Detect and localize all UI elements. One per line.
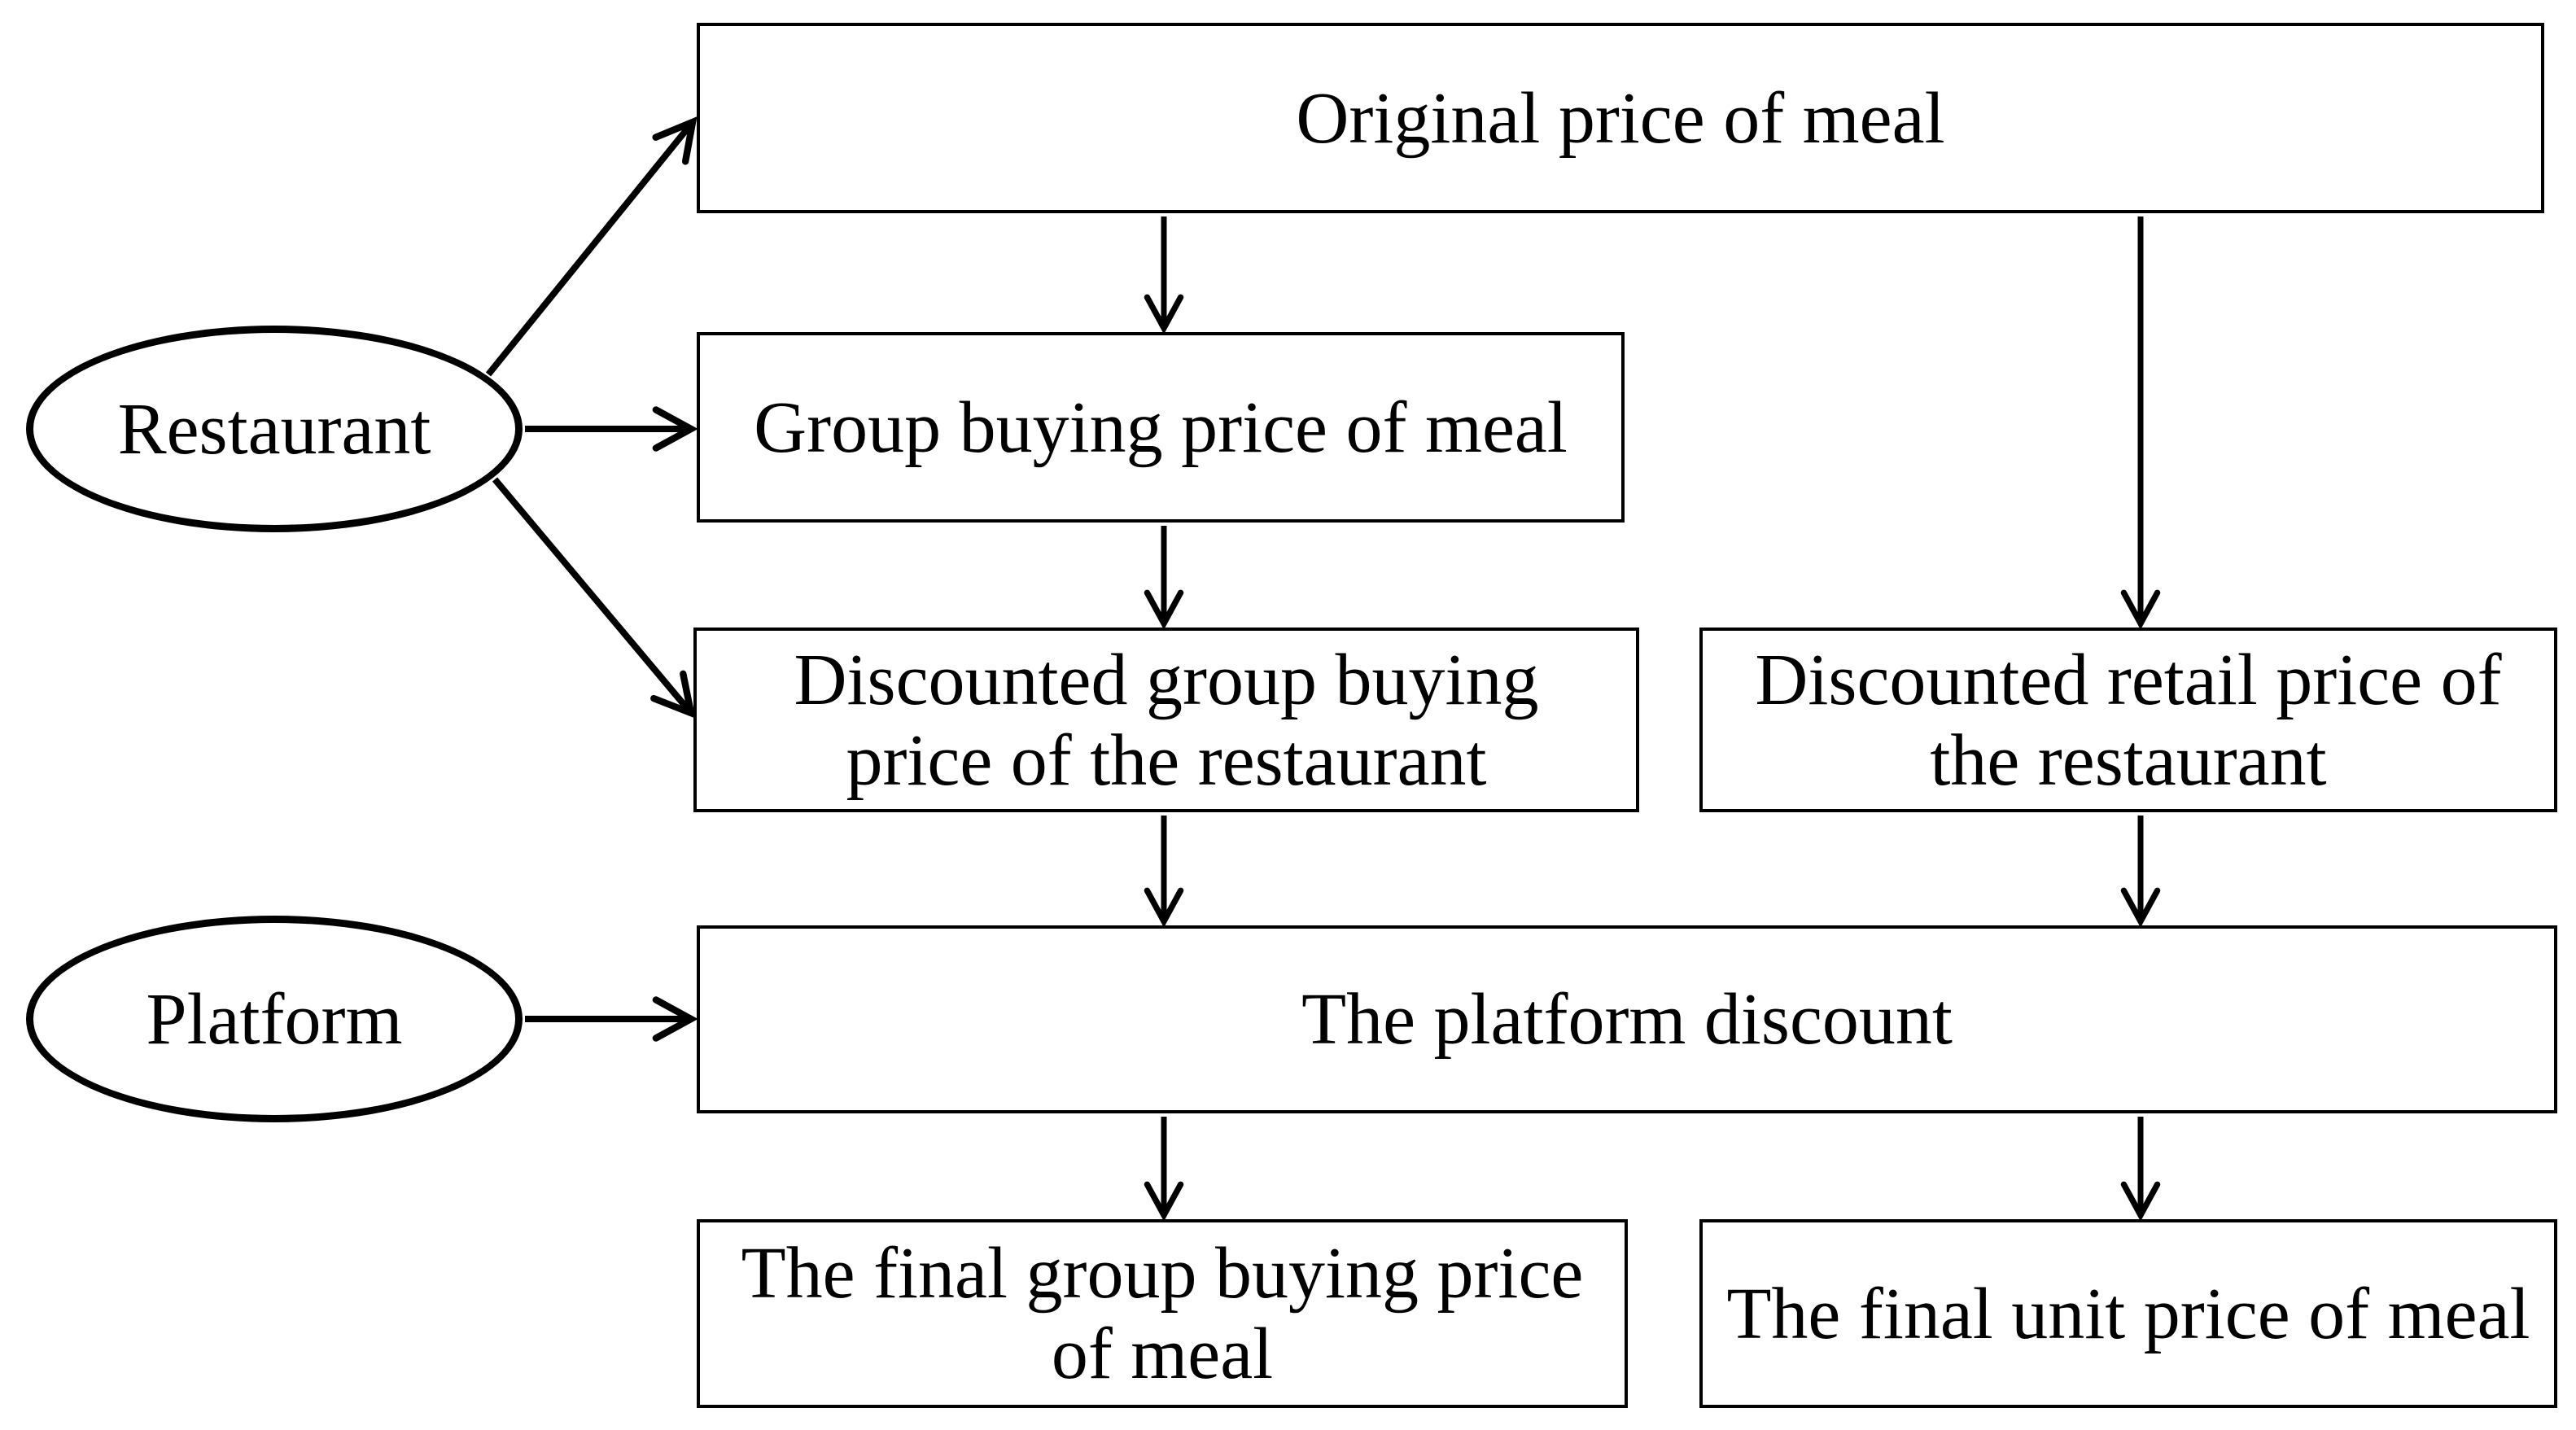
node-discounted-group-buying: Discounted group buying price of the res…	[693, 628, 1639, 812]
node-group-buying-price: Group buying price of meal	[697, 332, 1625, 523]
node-restaurant-label: Restaurant	[117, 388, 431, 470]
node-platform-label: Platform	[146, 978, 403, 1060]
node-platform-discount: The platform discount	[697, 925, 2557, 1113]
node-discounted-group-buying-label: Discounted group buying price of the res…	[794, 639, 1539, 801]
node-platform: Platform	[26, 916, 523, 1122]
node-final-unit-price: The final unit price of meal	[1699, 1219, 2557, 1408]
arrow-restaurant-to-original-price	[485, 122, 693, 377]
node-original-price-label: Original price of meal	[1296, 77, 1945, 159]
node-discounted-retail: Discounted retail price of the restauran…	[1699, 628, 2557, 812]
node-final-unit-price-label: The final unit price of meal	[1726, 1273, 2530, 1354]
node-discounted-retail-label: Discounted retail price of the restauran…	[1755, 639, 2502, 801]
node-platform-discount-label: The platform discount	[1301, 979, 1953, 1060]
node-restaurant: Restaurant	[26, 326, 523, 532]
node-original-price: Original price of meal	[697, 23, 2544, 213]
node-final-group-buying-label: The final group buying price of meal	[741, 1233, 1584, 1394]
node-group-buying-price-label: Group buying price of meal	[754, 387, 1568, 468]
arrow-restaurant-to-discounted-group-buying	[492, 477, 691, 713]
node-final-group-buying: The final group buying price of meal	[697, 1219, 1628, 1408]
